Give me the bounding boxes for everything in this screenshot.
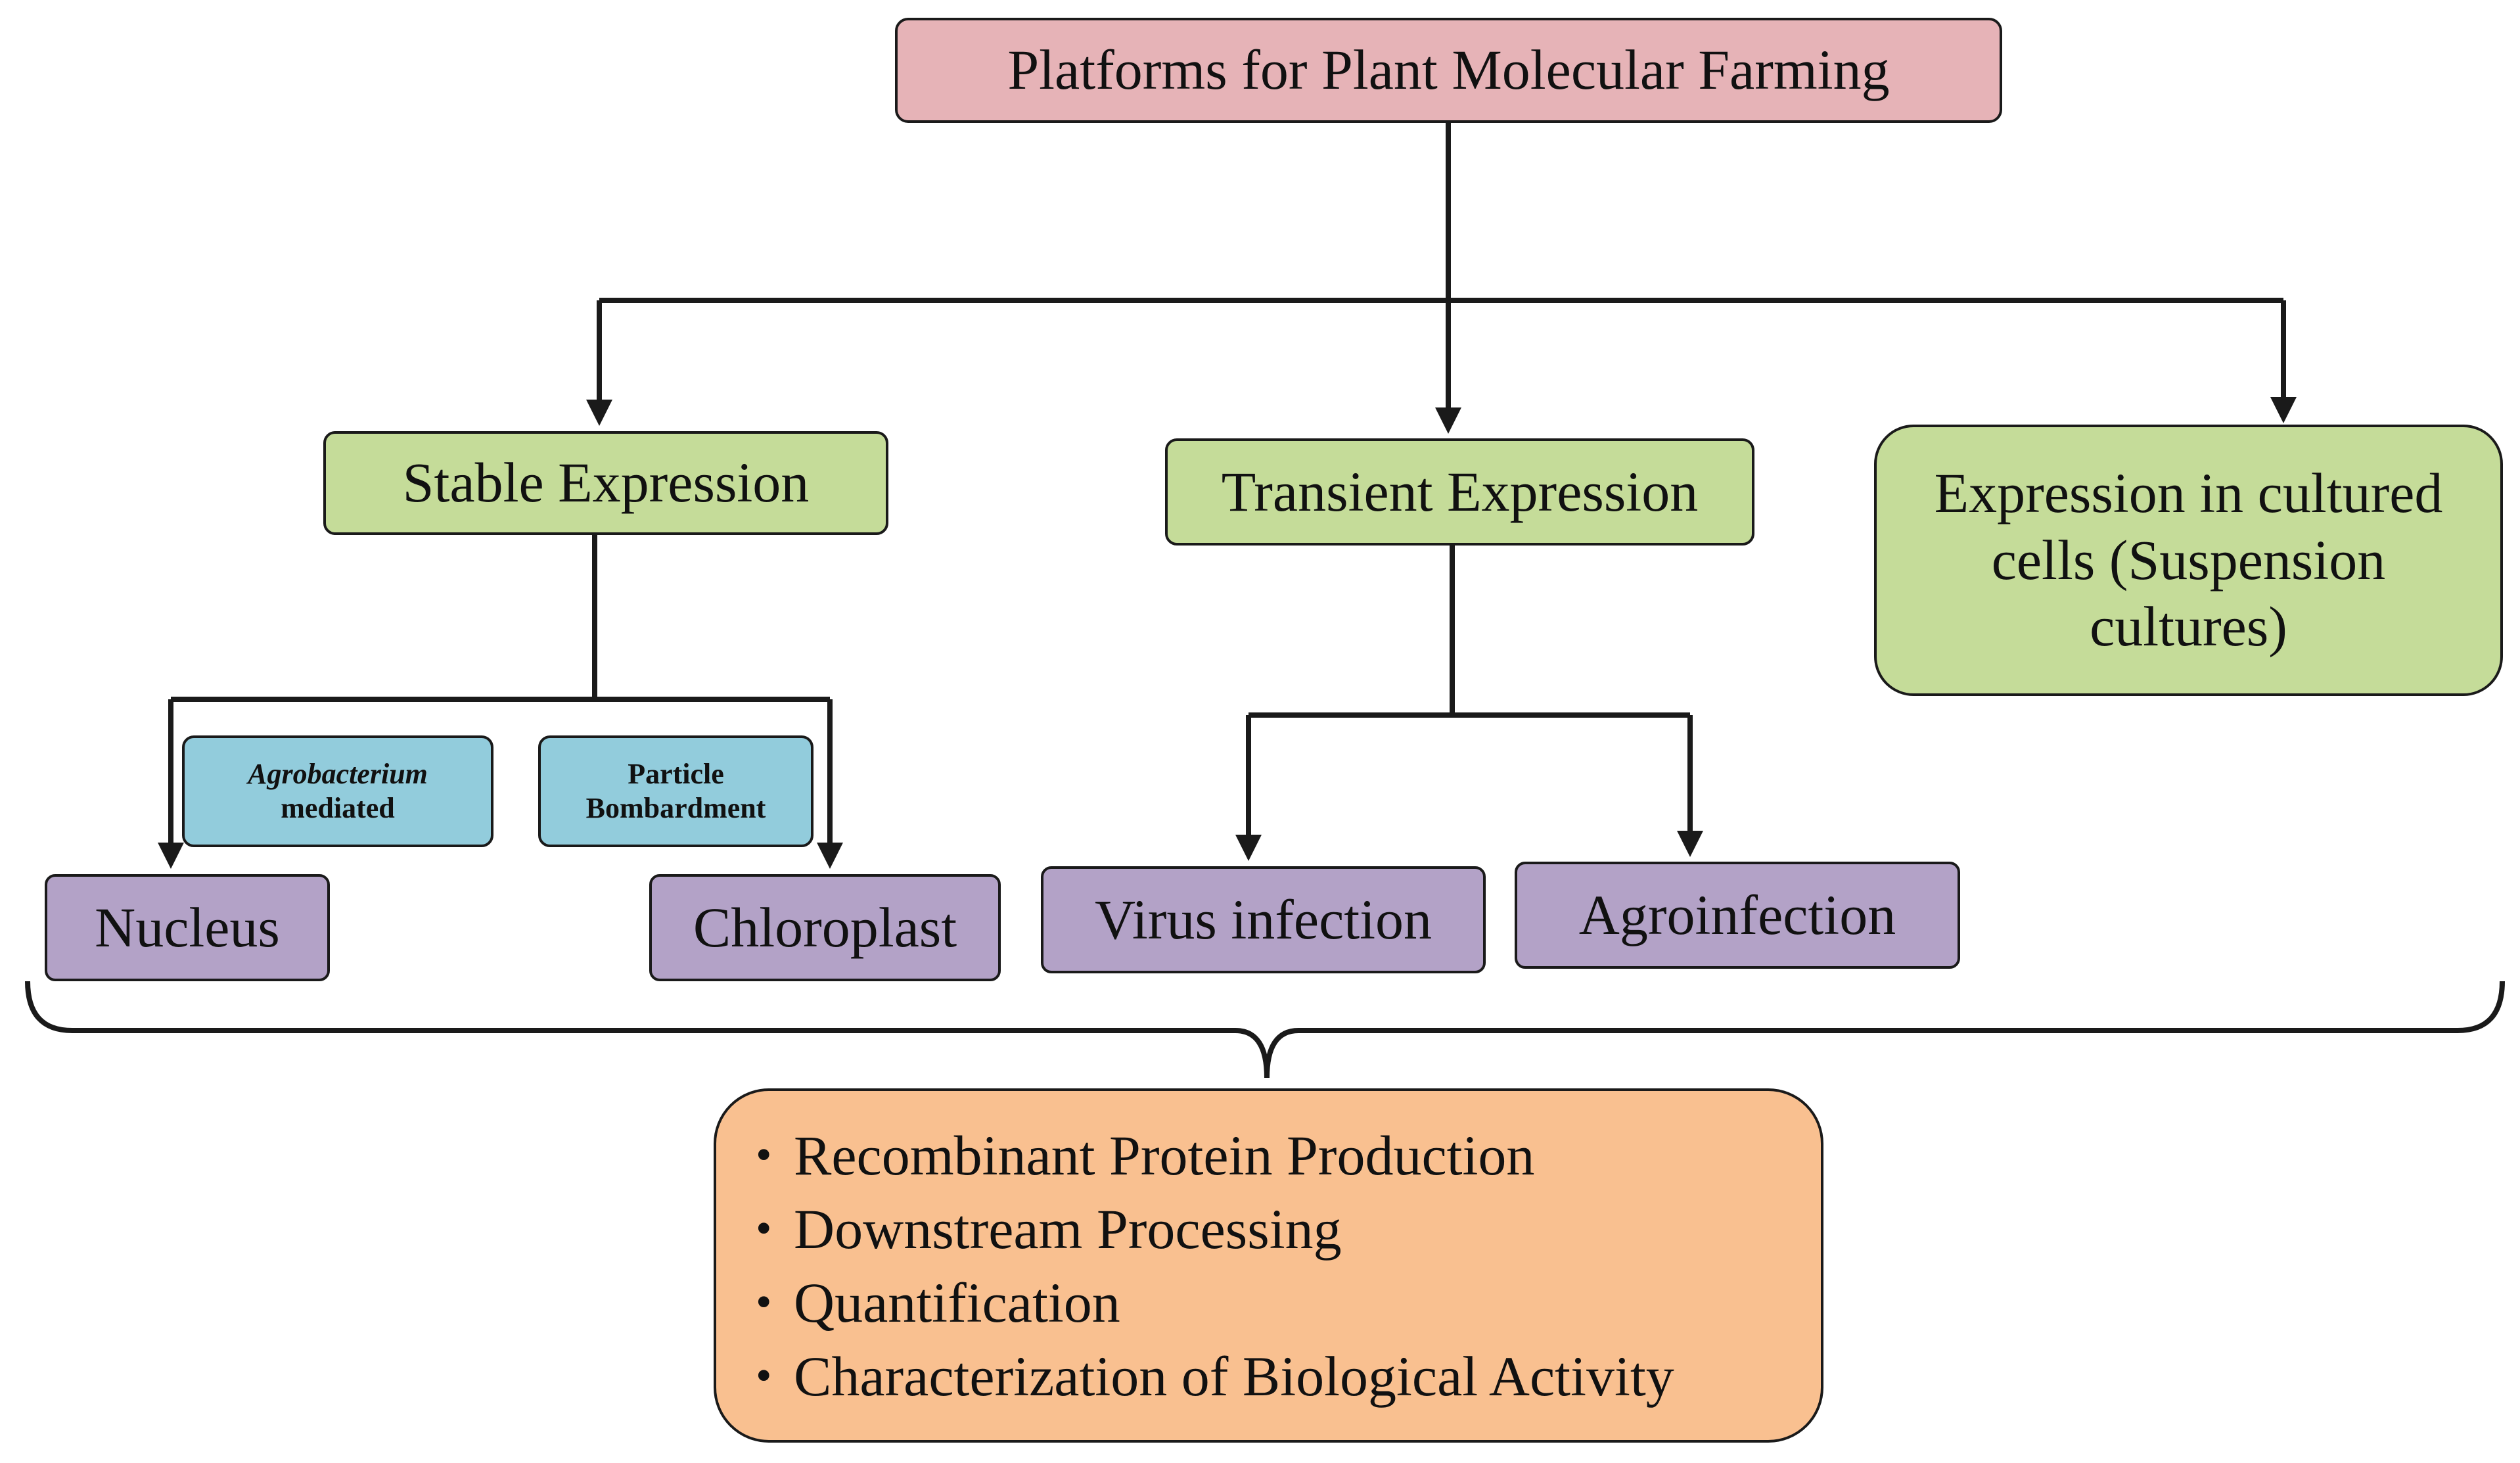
agrobacterium-line-1: Agrobacterium <box>248 758 428 791</box>
transient-expression-box: Transient Expression <box>1165 438 1754 546</box>
virus-infection-box: Virus infection <box>1041 866 1486 973</box>
cultured-cells-label: Expression in cultured cells (Suspension… <box>1935 460 2443 660</box>
summary-brace <box>25 981 2505 1079</box>
agrobacterium-mediated-box: Agrobacterium mediated <box>182 735 493 847</box>
nucleus-label: Nucleus <box>95 895 280 959</box>
title-text: Platforms for Plant Molecular Farming <box>1007 38 1890 102</box>
outcomes-box: Recombinant Protein Production Downstrea… <box>714 1088 1823 1443</box>
chloroplast-label: Chloroplast <box>693 895 957 959</box>
cultured-cells-line-2: cells (Suspension <box>1991 528 2386 592</box>
particle-bombardment-box: Particle Bombardment <box>538 735 813 847</box>
particle-line-1: Particle <box>628 758 724 791</box>
agroinfection-label: Agroinfection <box>1578 883 1896 946</box>
cultured-cells-line-3: cultures) <box>2090 595 2287 659</box>
outcome-item: Downstream Processing <box>756 1192 1674 1266</box>
stable-expression-label: Stable Expression <box>402 451 810 515</box>
agroinfection-box: Agroinfection <box>1515 862 1960 969</box>
chloroplast-box: Chloroplast <box>649 874 1001 981</box>
outcome-item: Characterization of Biological Activity <box>756 1339 1674 1413</box>
outcome-item: Recombinant Protein Production <box>756 1119 1674 1192</box>
outcome-item: Quantification <box>756 1266 1674 1339</box>
cultured-cells-box: Expression in cultured cells (Suspension… <box>1874 425 2503 696</box>
outcomes-list: Recombinant Protein Production Downstrea… <box>756 1119 1674 1413</box>
agrobacterium-line-2: mediated <box>281 792 395 824</box>
cultured-cells-line-1: Expression in cultured <box>1934 461 2443 525</box>
transient-expression-label: Transient Expression <box>1221 459 1699 523</box>
nucleus-box: Nucleus <box>45 874 330 981</box>
particle-line-2: Bombardment <box>585 792 766 824</box>
stable-expression-box: Stable Expression <box>323 431 888 535</box>
title-box: Platforms for Plant Molecular Farming <box>895 18 2002 123</box>
virus-infection-label: Virus infection <box>1094 887 1432 951</box>
